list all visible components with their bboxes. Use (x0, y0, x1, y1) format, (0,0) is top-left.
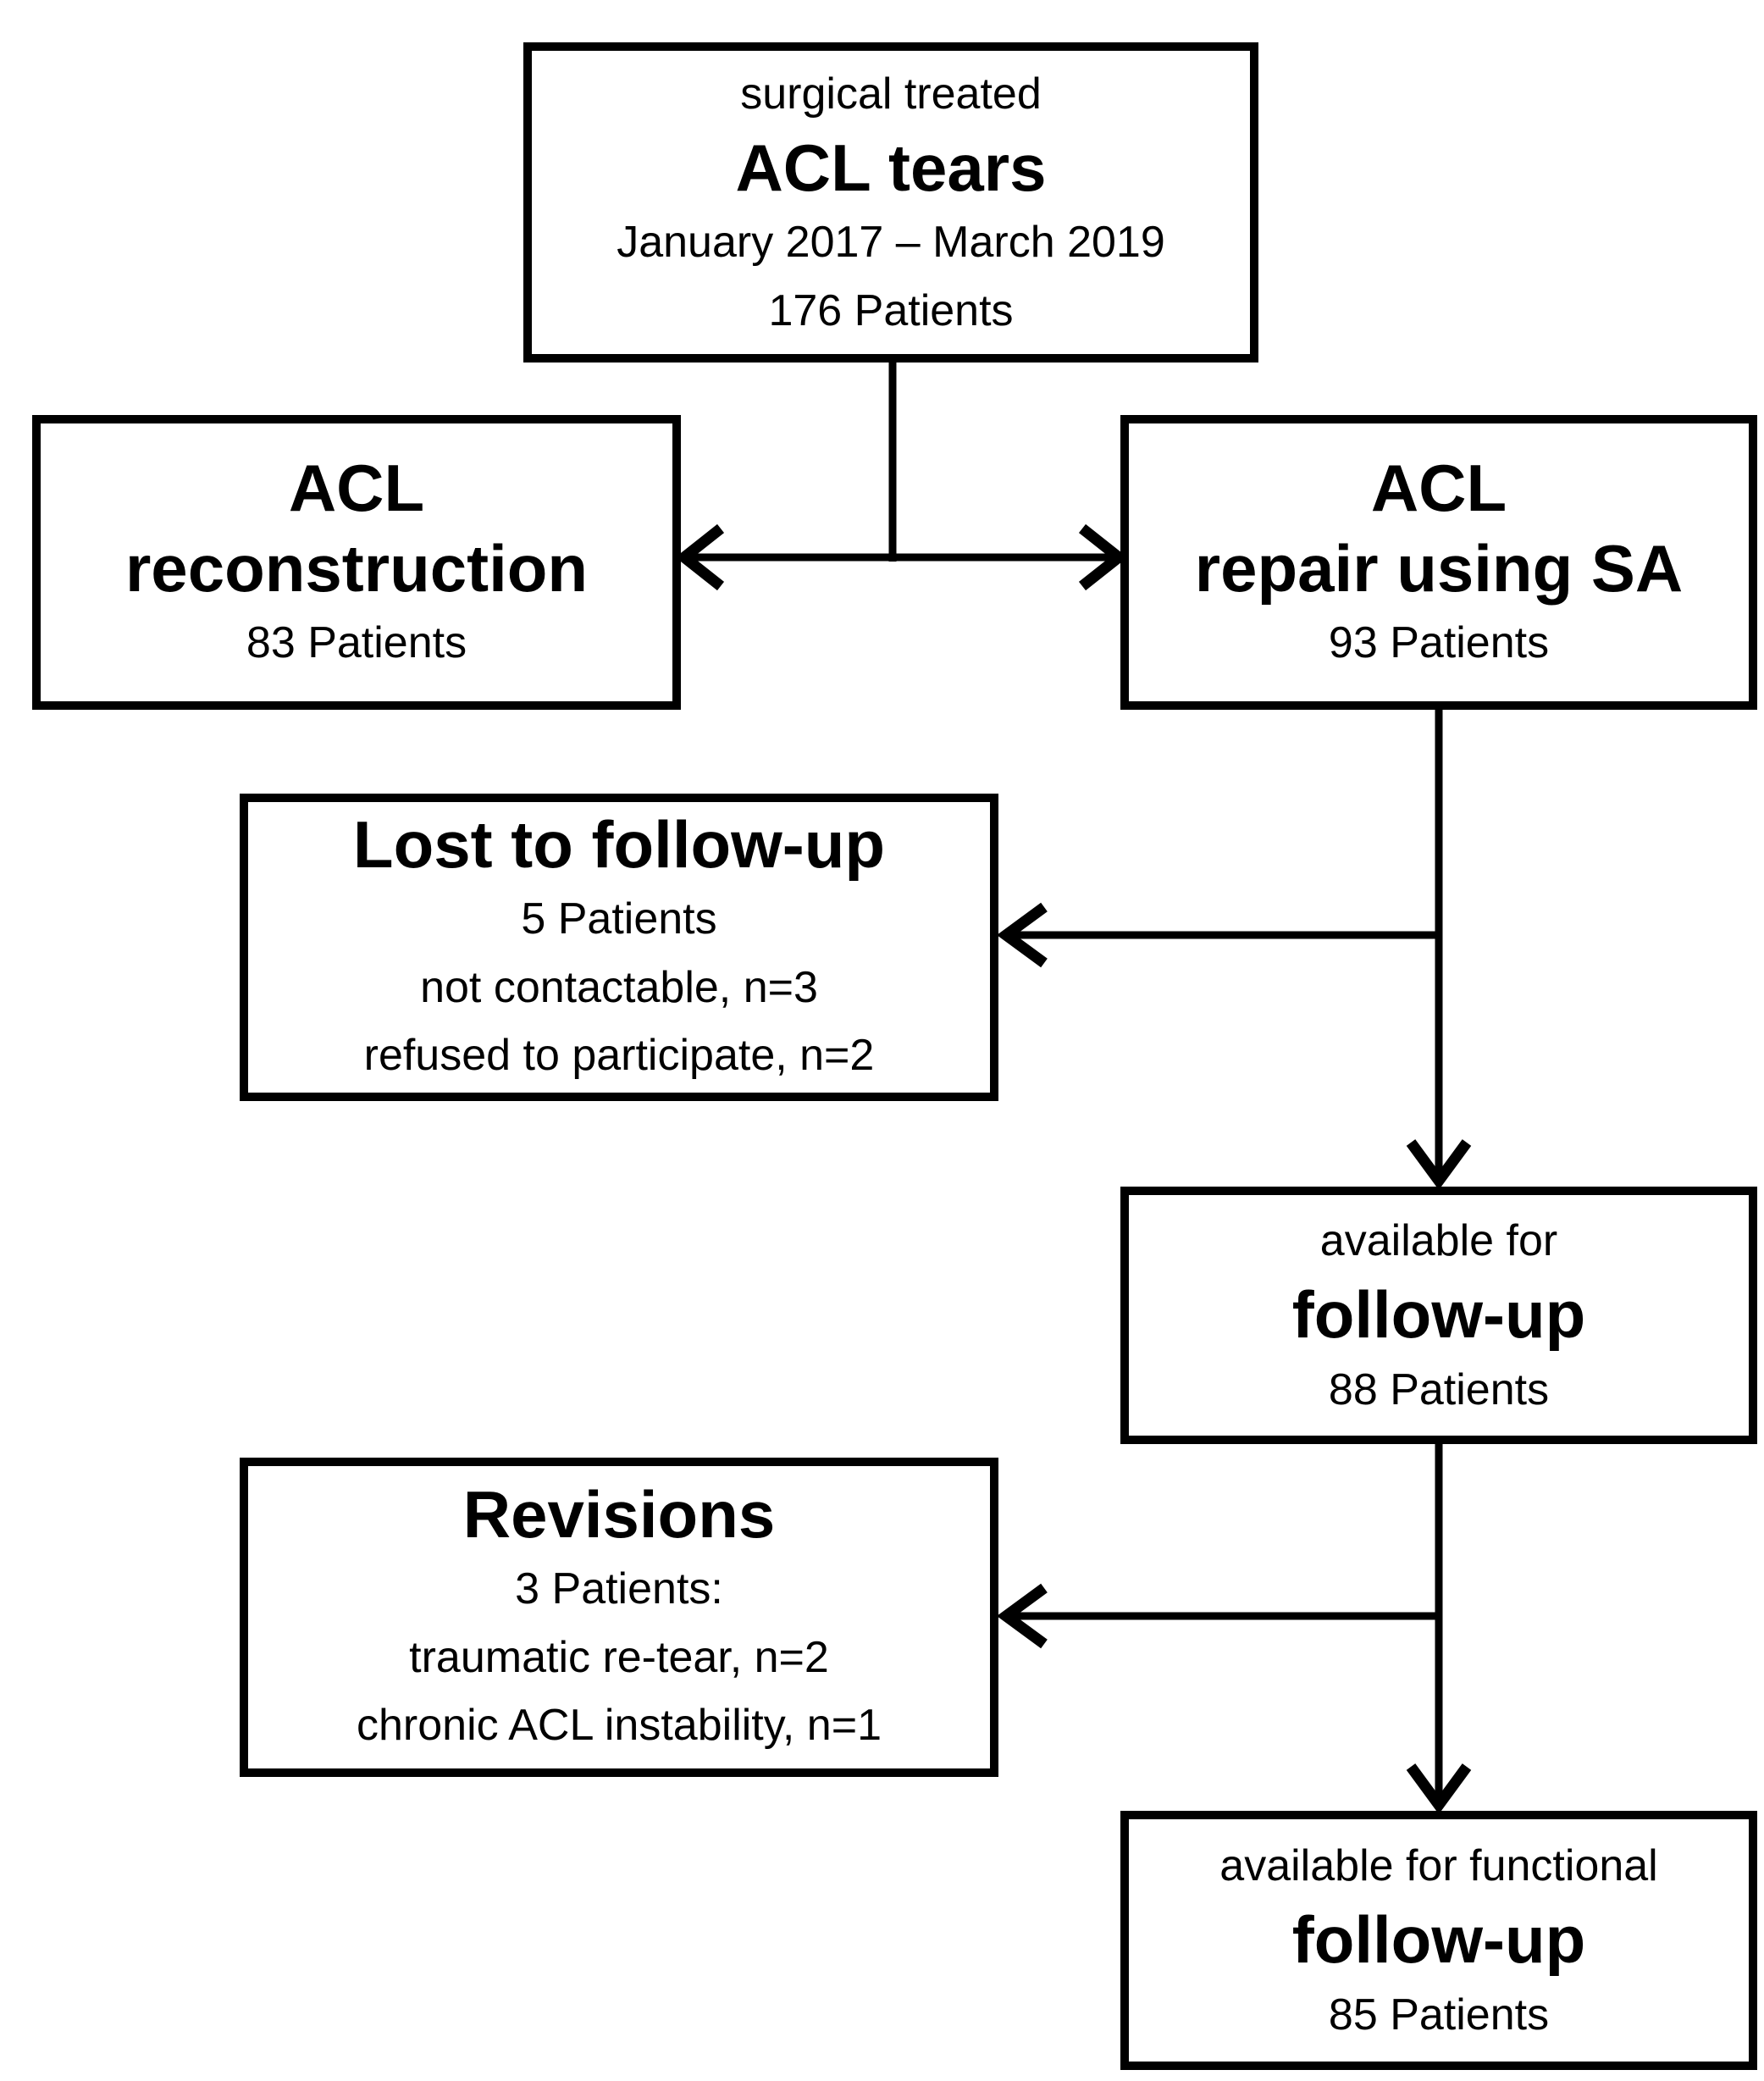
box-reconstruction: ACL reconstruction 83 Patients (32, 415, 681, 710)
box-reconstruction-count: 83 Patients (246, 617, 467, 667)
box-functional-count: 85 Patients (1328, 1990, 1550, 2039)
box-reconstruction-title-line1: ACL (288, 450, 425, 525)
arrowhead-revisions-left (997, 1583, 1048, 1649)
box-functional-title: follow-up (1291, 1902, 1586, 1978)
box-lost-title: Lost to follow-up (352, 807, 886, 883)
box-revisions-reason2: chronic ACL instability, n=1 (357, 1701, 882, 1751)
arrowhead-functional-down (1406, 1763, 1472, 1814)
box-source-subtitle: surgical treated (740, 69, 1042, 119)
box-repair-title-line1: ACL (1370, 450, 1507, 525)
box-lost-reason2: refused to participate, n=2 (363, 1031, 875, 1081)
box-followup-subtitle: available for (1319, 1215, 1558, 1265)
box-repair-count: 93 Patients (1328, 617, 1550, 667)
box-repair: ACL repair using SA 93 Patients (1120, 415, 1757, 710)
arrowhead-followup-down (1406, 1139, 1472, 1190)
box-revisions-count: 3 Patients: (515, 1564, 723, 1614)
box-repair-title-line2: repair using SA (1194, 530, 1684, 606)
box-revisions-reason1: traumatic re-tear, n=2 (409, 1632, 829, 1682)
box-followup-count: 88 Patients (1328, 1364, 1550, 1414)
box-followup: available for follow-up 88 Patients (1120, 1187, 1757, 1444)
arrowhead-lost-left (997, 902, 1048, 968)
box-lost-reason1: not contactable, n=3 (420, 962, 818, 1012)
box-source-count: 176 Patients (768, 285, 1014, 335)
box-functional-followup: available for functional follow-up 85 Pa… (1120, 1811, 1757, 2070)
box-revisions: Revisions 3 Patients: traumatic re-tear,… (240, 1458, 998, 1777)
arrowhead-split-left (675, 523, 725, 591)
box-source-title: ACL tears (735, 130, 1047, 206)
arrowhead-split-right (1078, 523, 1128, 591)
box-source-period: January 2017 – March 2019 (617, 218, 1165, 268)
box-followup-title: follow-up (1291, 1277, 1586, 1353)
box-lost-to-followup: Lost to follow-up 5 Patients not contact… (240, 794, 998, 1101)
box-source: surgical treated ACL tears January 2017 … (523, 42, 1258, 363)
box-reconstruction-title-line2: reconstruction (124, 530, 589, 606)
box-functional-subtitle: available for functional (1219, 1840, 1658, 1890)
box-lost-count: 5 Patients (521, 894, 717, 944)
box-revisions-title: Revisions (462, 1477, 776, 1552)
